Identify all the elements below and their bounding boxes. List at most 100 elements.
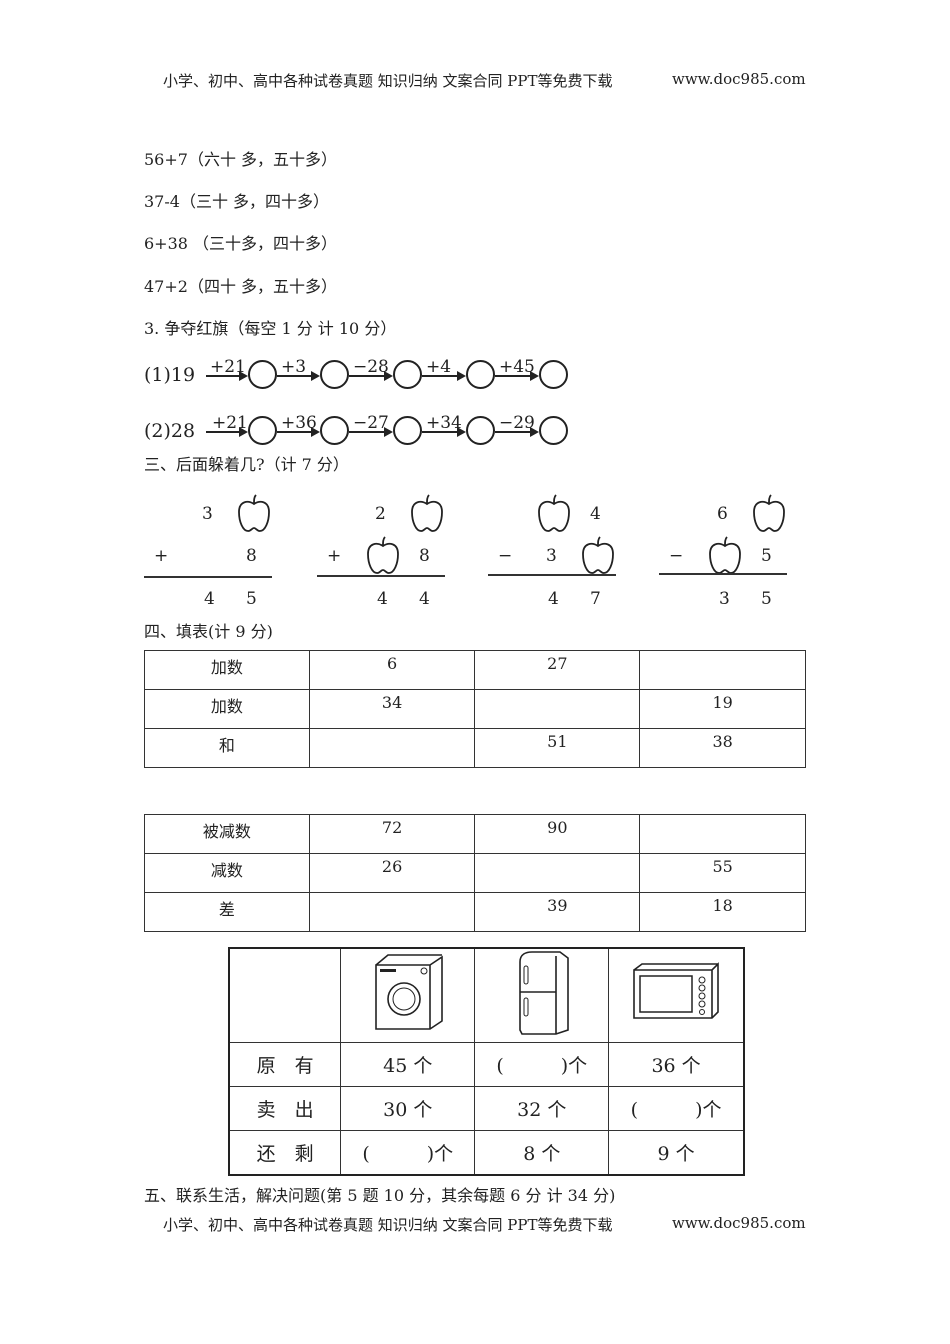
sum-line	[144, 576, 272, 578]
operation-label: −27	[353, 413, 389, 433]
digit: 7	[590, 589, 601, 609]
digit: 8	[419, 546, 430, 566]
table-cell: 6	[308, 650, 476, 690]
digit: 4	[419, 589, 430, 609]
answer-circle[interactable]	[320, 360, 349, 389]
table-cell: 72	[308, 814, 476, 854]
table-cell[interactable]: ( )个	[474, 1042, 610, 1087]
section-si-title: 四、填表(计 9 分)	[144, 622, 273, 641]
row-header: 还 剩	[228, 1130, 342, 1175]
operation-label: +3	[281, 357, 307, 377]
table-cell: 36 个	[608, 1042, 745, 1087]
operation-label: +45	[499, 357, 535, 377]
section-san-title: 三、后面躲着几?（计 7 分）	[144, 455, 349, 474]
answer-circle[interactable]	[466, 416, 495, 445]
table-cell: 38	[639, 728, 806, 768]
number-chain: (2)28+21+36−27+34−29	[144, 412, 584, 452]
table-cell: 27	[474, 650, 641, 690]
operation-label: +36	[281, 413, 317, 433]
answer-circle[interactable]	[466, 360, 495, 389]
icon-row	[228, 947, 745, 1043]
arrow: +21	[206, 359, 248, 381]
table-cell: 45 个	[340, 1042, 476, 1087]
digit: 3	[546, 546, 557, 566]
header-url[interactable]: www.doc985.com	[672, 70, 806, 88]
row-header: 被减数	[144, 814, 310, 854]
section-wu-title: 五、联系生活，解决问题(第 5 题 10 分，其余每题 6 分 计 34 分)	[144, 1186, 616, 1205]
row-header: 和	[144, 728, 310, 768]
table-cell: 8 个	[474, 1130, 610, 1175]
table-cell: 18	[639, 892, 806, 932]
apple-icon	[709, 536, 741, 574]
number-chain: (1)19 +21 +3 −28 +4 +45	[144, 356, 584, 396]
arrow: +45	[495, 359, 539, 381]
table-cell[interactable]: ( )个	[608, 1086, 745, 1131]
refrigerator-icon	[474, 947, 610, 1043]
answer-circle[interactable]	[539, 416, 568, 445]
table-cell[interactable]	[474, 853, 641, 893]
table-cell[interactable]	[639, 650, 806, 690]
digit: 5	[761, 546, 772, 566]
table-cell[interactable]	[639, 814, 806, 854]
table-cell: 55	[639, 853, 806, 893]
answer-circle[interactable]	[248, 360, 277, 389]
estimate-line: 56+7（六十 多，五十多）	[144, 150, 338, 169]
digit: 3	[202, 504, 213, 524]
table-cell[interactable]	[308, 728, 476, 768]
table-cell[interactable]	[308, 892, 476, 932]
operator: +	[327, 546, 342, 566]
row-header: 减数	[144, 853, 310, 893]
sum-line	[317, 575, 445, 577]
chain-start: (1)19	[144, 364, 196, 386]
operation-label: +34	[426, 413, 462, 433]
answer-circle[interactable]	[320, 416, 349, 445]
sum-line	[659, 573, 787, 575]
digit: 5	[761, 589, 772, 609]
arrow: −28	[349, 359, 393, 381]
answer-circle[interactable]	[393, 360, 422, 389]
estimate-line: 47+2（四十 多，五十多）	[144, 277, 338, 296]
answer-circle[interactable]	[539, 360, 568, 389]
digit: 5	[246, 589, 257, 609]
estimate-line: 37-4（三十 多，四十多）	[144, 192, 330, 211]
table-cell[interactable]: ( )个	[340, 1130, 476, 1175]
table-cell[interactable]	[474, 689, 641, 729]
digit: 4	[377, 589, 388, 609]
operation-label: +21	[210, 357, 246, 377]
digit: 6	[717, 504, 728, 524]
row-header: 卖 出	[228, 1086, 342, 1131]
washing-machine-icon	[340, 947, 476, 1043]
answer-circle[interactable]	[393, 416, 422, 445]
digit: 2	[375, 504, 386, 524]
digit: 4	[548, 589, 559, 609]
section-3-title: 3. 争夺红旗（每空 1 分 计 10 分）	[144, 319, 397, 338]
digit: 8	[246, 546, 257, 566]
apple-icon	[538, 494, 570, 532]
header-text: 小学、初中、高中各种试卷真题 知识归纳 文案合同 PPT等免费下载	[163, 72, 613, 90]
apple-icon	[582, 536, 614, 574]
row-header: 原 有	[228, 1042, 342, 1087]
operator: −	[669, 546, 684, 566]
apple-icon	[411, 494, 443, 532]
arrow: −27	[349, 415, 393, 437]
footer-url[interactable]: www.doc985.com	[672, 1214, 806, 1232]
chain-start: (2)28	[144, 420, 196, 442]
answer-circle[interactable]	[248, 416, 277, 445]
table-cell: 19	[639, 689, 806, 729]
arrow: +4	[422, 359, 466, 381]
operation-label: +4	[426, 357, 452, 377]
row-header: 加数	[144, 650, 310, 690]
digit: 4	[204, 589, 215, 609]
table-cell: 30 个	[340, 1086, 476, 1131]
digit: 4	[590, 504, 601, 524]
